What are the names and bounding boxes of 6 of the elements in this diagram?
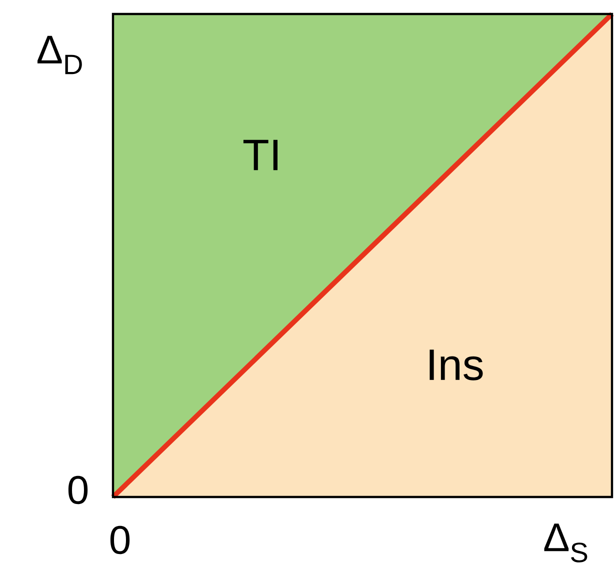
- axis-label: 0: [68, 476, 88, 504]
- axis-label: 0: [110, 526, 130, 554]
- axis-label: Δ$_{D}$: [37, 36, 82, 74]
- region-label: TI: [243, 140, 278, 170]
- axis-label: Δ$_{S}$: [544, 524, 588, 562]
- region-label: Ins: [430, 350, 483, 380]
